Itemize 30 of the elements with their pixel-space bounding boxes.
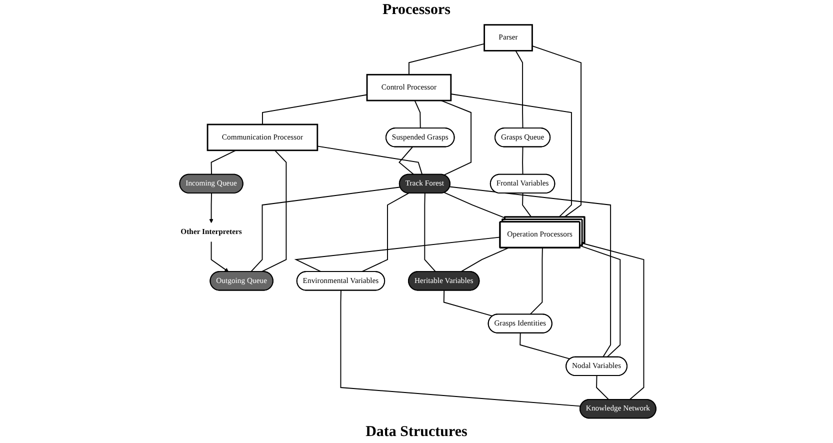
connector [460,247,510,272]
connector [582,242,644,400]
connector [530,247,543,315]
connector [440,100,472,176]
connector [596,375,610,400]
connector [340,290,582,407]
connector [522,146,524,176]
connector [414,100,421,129]
connector [250,186,401,272]
connector [260,150,287,272]
connector [444,192,506,218]
connector [522,192,532,218]
connector [361,192,410,272]
connector [520,332,571,360]
connector [450,94,572,218]
connector [262,94,368,125]
connector [515,50,524,129]
connector [579,245,621,358]
group-label: Data Structures [366,424,468,441]
connector [424,192,436,272]
connector [449,186,612,358]
connector [294,236,501,272]
connector [408,43,485,76]
connector [532,45,582,218]
arrow [209,192,214,224]
arrow [210,241,229,272]
group-label: Processors [382,2,451,19]
connector [316,146,423,176]
connector [443,290,494,317]
connector [210,150,236,176]
